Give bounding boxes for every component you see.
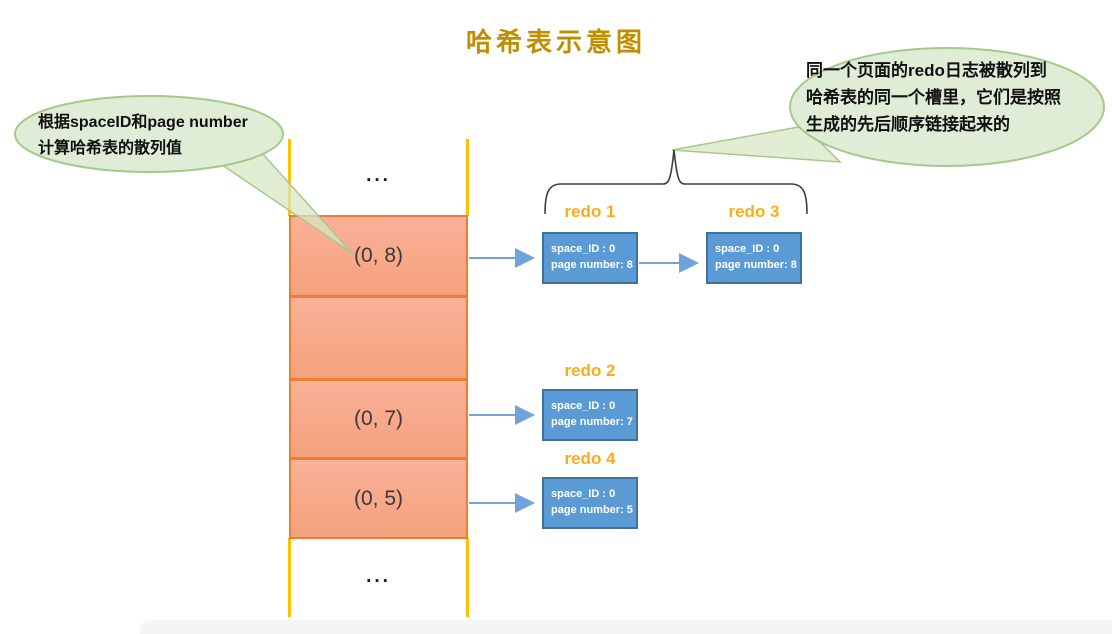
right-callout-tail [671,125,842,163]
redo-3-page-number: page number: 8 [715,258,797,271]
redo-4-box: space_ID : 0 page number: 5 [542,477,638,529]
right-callout-line-1: 同一个页面的redo日志被散列到 [806,61,1047,80]
hash-table-rail-top-left [288,139,291,216]
redo-3-label: redo 3 [728,202,780,221]
hash-table-ellipsis-bottom: ... [366,566,391,587]
hash-table-rail-bottom-left [288,538,291,617]
redo-3-box: space_ID : 0 page number: 8 [706,232,802,284]
hash-table-ellipsis-top: ... [366,165,391,186]
redo-4-page-number: page number: 5 [551,503,633,516]
group-brace [544,149,808,215]
redo-1-box: space_ID : 0 page number: 8 [542,232,638,284]
right-callout-bubble [789,47,1105,167]
redo-2-label: redo 2 [564,361,616,380]
hash-slot-label: (0, 7) [353,407,403,430]
left-callout-line-2: 计算哈希表的散列值 [38,140,183,157]
left-callout-bubble [14,95,284,173]
redo-2-page-number: page number: 7 [551,415,633,428]
hash-slot-label: (0, 8) [353,244,403,267]
right-callout-line-3: 生成的先后顺序链接起来的 [806,115,1010,134]
hash-slot-0-7: (0, 7) [289,379,468,459]
redo-1-label: redo 1 [564,202,616,221]
redo-4-space-id: space_ID : 0 [551,488,616,500]
redo-3-space-id: space_ID : 0 [715,243,780,255]
hash-table-rail-top-right [466,139,469,216]
redo-4-label: redo 4 [564,449,616,468]
left-callout-text: 根据spaceID和page number 计算哈希表的散列值 [38,110,278,162]
hash-table-rail-bottom-right [466,538,469,617]
page-title: 哈希表示意图 [465,28,646,58]
left-callout-line-1: 根据spaceID和page number [38,114,248,131]
hash-slot-0-5: (0, 5) [289,458,468,539]
redo-2-box: space_ID : 0 page number: 7 [542,389,638,441]
redo-2-space-id: space_ID : 0 [551,400,616,412]
page-edge-strip [140,620,1112,634]
redo-1-page-number: page number: 8 [551,258,633,271]
redo-1-space-id: space_ID : 0 [551,243,616,255]
hash-slot-empty [289,296,468,380]
right-callout-text: 同一个页面的redo日志被散列到 哈希表的同一个槽里，它们是按照 生成的先后顺序… [806,57,1096,138]
hash-slot-label: (0, 5) [353,486,403,510]
right-callout-line-2: 哈希表的同一个槽里，它们是按照 [806,88,1061,107]
